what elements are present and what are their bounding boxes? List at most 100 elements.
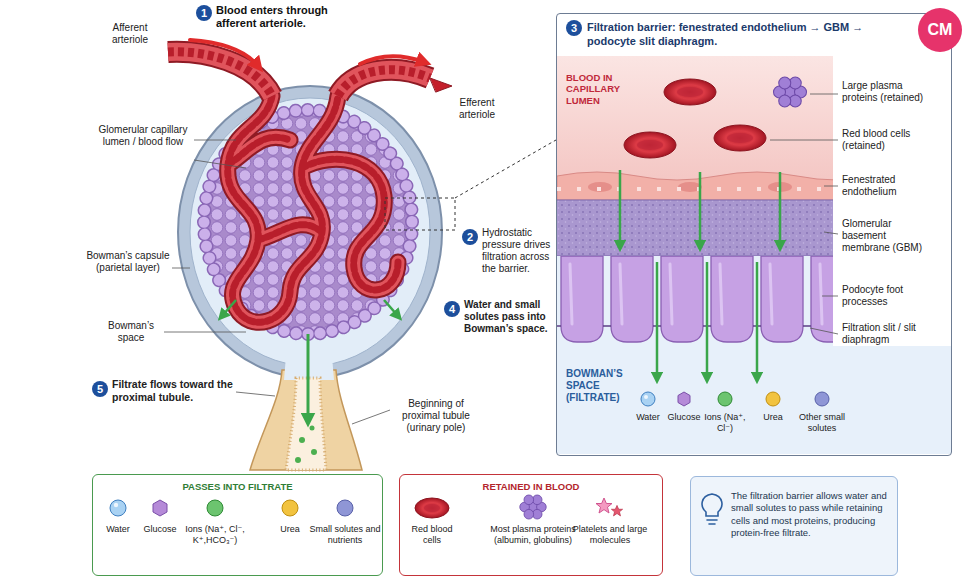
capillary-loops — [228, 96, 398, 322]
logo-badge: CM — [918, 8, 962, 52]
red-blood-cell — [624, 79, 766, 158]
arterioles — [168, 52, 430, 96]
proximal-tubule — [286, 378, 326, 470]
solute-icon — [110, 500, 126, 516]
retained-icon — [611, 505, 622, 516]
arterioles — [168, 52, 430, 96]
callout-number: 2 — [462, 229, 478, 245]
basement-membrane — [557, 200, 833, 256]
callout-number: 5 — [92, 381, 108, 397]
red-blood-cell — [714, 125, 766, 151]
filtrate-arrow — [222, 300, 398, 420]
plasma-protein — [774, 77, 807, 107]
filtration-arrow — [779, 172, 782, 246]
proximal-tubule — [295, 457, 301, 463]
region-label: BLOOD IN CAPILLARY LUMEN — [566, 72, 656, 106]
solute-label: Urea — [753, 412, 793, 423]
part-label: Glomerular capillary lumen / blood flow — [96, 124, 190, 148]
filtration-arrow — [706, 262, 709, 378]
endothelium — [557, 172, 833, 200]
item-label: Small solutes and nutrients — [309, 524, 381, 546]
solute-icon — [644, 395, 648, 399]
box-heading: CM — [928, 21, 953, 39]
capillary-loops — [228, 96, 398, 322]
arterioles — [168, 52, 430, 96]
part-label: Bowman’s capsule (parietal layer) — [86, 250, 170, 274]
note-box: The filtration barrier allows water and … — [690, 476, 898, 576]
blood-flow-arrow — [430, 78, 452, 92]
arterioles — [168, 52, 430, 96]
capillary-loops — [228, 96, 398, 322]
retained-icon — [415, 495, 623, 519]
box-heading: PASSES INTO FILTRATE — [93, 481, 382, 492]
part-label: Glomerular basement membrane (GBM) — [842, 218, 932, 254]
retained-icon — [524, 509, 534, 519]
filtration-arrow — [620, 170, 780, 378]
solute-icon — [718, 392, 732, 406]
solute-icon — [114, 503, 118, 507]
filtration-arrow — [699, 172, 702, 246]
zoom-indicator — [455, 140, 556, 198]
part-label: Afferent arteriole — [100, 22, 160, 46]
leader-line — [194, 140, 236, 141]
leader-line — [810, 94, 838, 95]
blood-flow-arrow — [190, 40, 258, 66]
zoom-indicator — [385, 198, 455, 230]
endothelium — [557, 187, 833, 191]
blood-flow-arrow — [190, 40, 452, 92]
capillary-lumen — [557, 56, 833, 181]
item-label: Platelets and large molecules — [572, 524, 648, 546]
item-label: Most plasma proteins (albumin, globulins… — [478, 524, 588, 546]
retained-icon — [524, 495, 534, 505]
leader-line — [810, 328, 838, 334]
part-label: Fenestrated endothelium — [842, 174, 926, 198]
part-label: Efferent arteriole — [446, 97, 508, 121]
part-label: Red blood cells (retained) — [842, 128, 922, 152]
proximal-tubule — [250, 356, 362, 470]
zoom-indicator — [385, 140, 556, 230]
retained-icon — [415, 498, 449, 518]
foot-processes — [557, 256, 833, 346]
solute-icon — [641, 392, 655, 406]
callout-number: 1 — [196, 5, 212, 21]
note-background — [690, 476, 898, 576]
callout-number: 4 — [444, 301, 460, 317]
solute-label: Glucose — [660, 412, 708, 423]
panel-background — [556, 13, 952, 456]
item-label: Ions (Na⁺, Cl⁻, K⁺,HCO₃⁻) — [172, 524, 258, 546]
bowman-space-band — [557, 346, 951, 454]
step-text: Filtrate flows toward the proximal tubul… — [112, 378, 234, 403]
item-label: Water — [96, 524, 140, 535]
solute-icon — [207, 500, 223, 516]
callout-number: 3 — [566, 20, 582, 36]
filtration-arrow — [756, 262, 759, 378]
foot-processes — [557, 256, 833, 346]
leader-line — [352, 410, 390, 424]
capillary-loops — [228, 96, 398, 322]
leader-line — [824, 232, 838, 234]
filtration-arrow — [656, 262, 659, 378]
capillary-lumen — [557, 56, 833, 181]
solute-icon — [815, 392, 829, 406]
solute-icon — [337, 500, 353, 516]
item-label: Red blood cells — [402, 524, 462, 546]
bowman-capsule — [178, 86, 442, 378]
step-text: Hydrostatic pressure drives filtration a… — [482, 227, 554, 275]
red-blood-cell — [624, 132, 676, 158]
filtration-arrow — [619, 170, 622, 246]
note-background — [690, 476, 898, 576]
leader-line — [770, 94, 838, 334]
blood-flow-arrow — [360, 56, 424, 64]
filtrate-arrow — [307, 334, 310, 420]
step-text: Water and small solutes pass into Bowman… — [464, 299, 552, 335]
item-label: Glucose — [136, 524, 184, 535]
item-label: Urea — [270, 524, 310, 535]
leader-line — [824, 186, 838, 187]
red-blood-cell — [637, 140, 663, 150]
proximal-tubule — [250, 370, 362, 470]
proximal-tubule — [299, 437, 305, 443]
filtrate-arrow — [384, 300, 398, 316]
plasma-protein — [779, 95, 791, 107]
red-blood-cell — [727, 133, 753, 143]
